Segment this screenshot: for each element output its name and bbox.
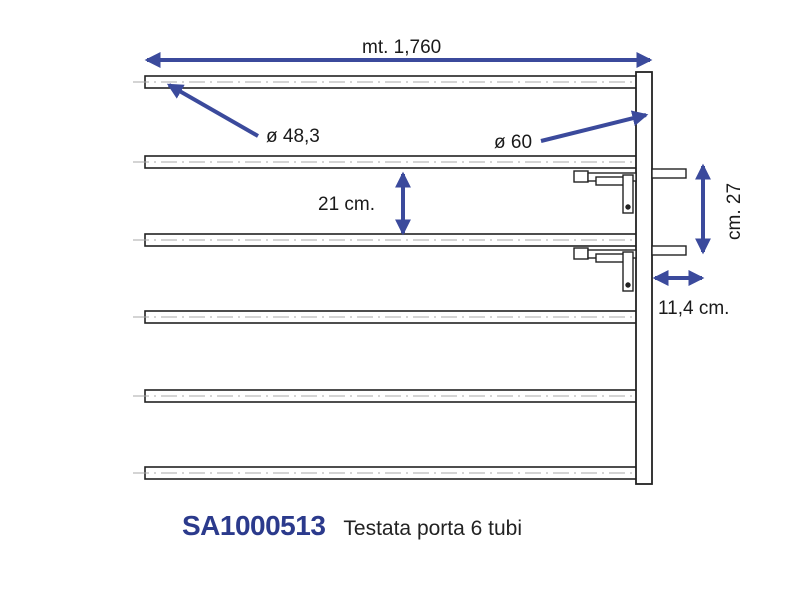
bracket-spacing-label: cm. 27 xyxy=(724,183,745,240)
product-description: Testata porta 6 tubi xyxy=(343,517,523,540)
small-diameter-arrow xyxy=(166,83,259,138)
dimension-arrows xyxy=(144,52,711,286)
product-code: SA1000513 xyxy=(182,510,326,541)
length-label: mt. 1,760 xyxy=(362,37,441,58)
caption: SA1000513 Testata porta 6 tubi xyxy=(182,510,522,542)
tube-spacing-label: 21 cm. xyxy=(318,194,375,215)
vertical-post xyxy=(635,71,653,485)
large-tube-diameter-label: ø 60 xyxy=(494,132,532,153)
small-tube-diameter-label: ø 48,3 xyxy=(266,126,320,147)
lower-bracket xyxy=(573,245,687,292)
large-diameter-arrow xyxy=(540,110,649,143)
upper-bracket xyxy=(573,168,687,214)
tube-center-lines xyxy=(133,81,640,474)
bracket-depth-label: 11,4 cm. xyxy=(658,298,729,319)
